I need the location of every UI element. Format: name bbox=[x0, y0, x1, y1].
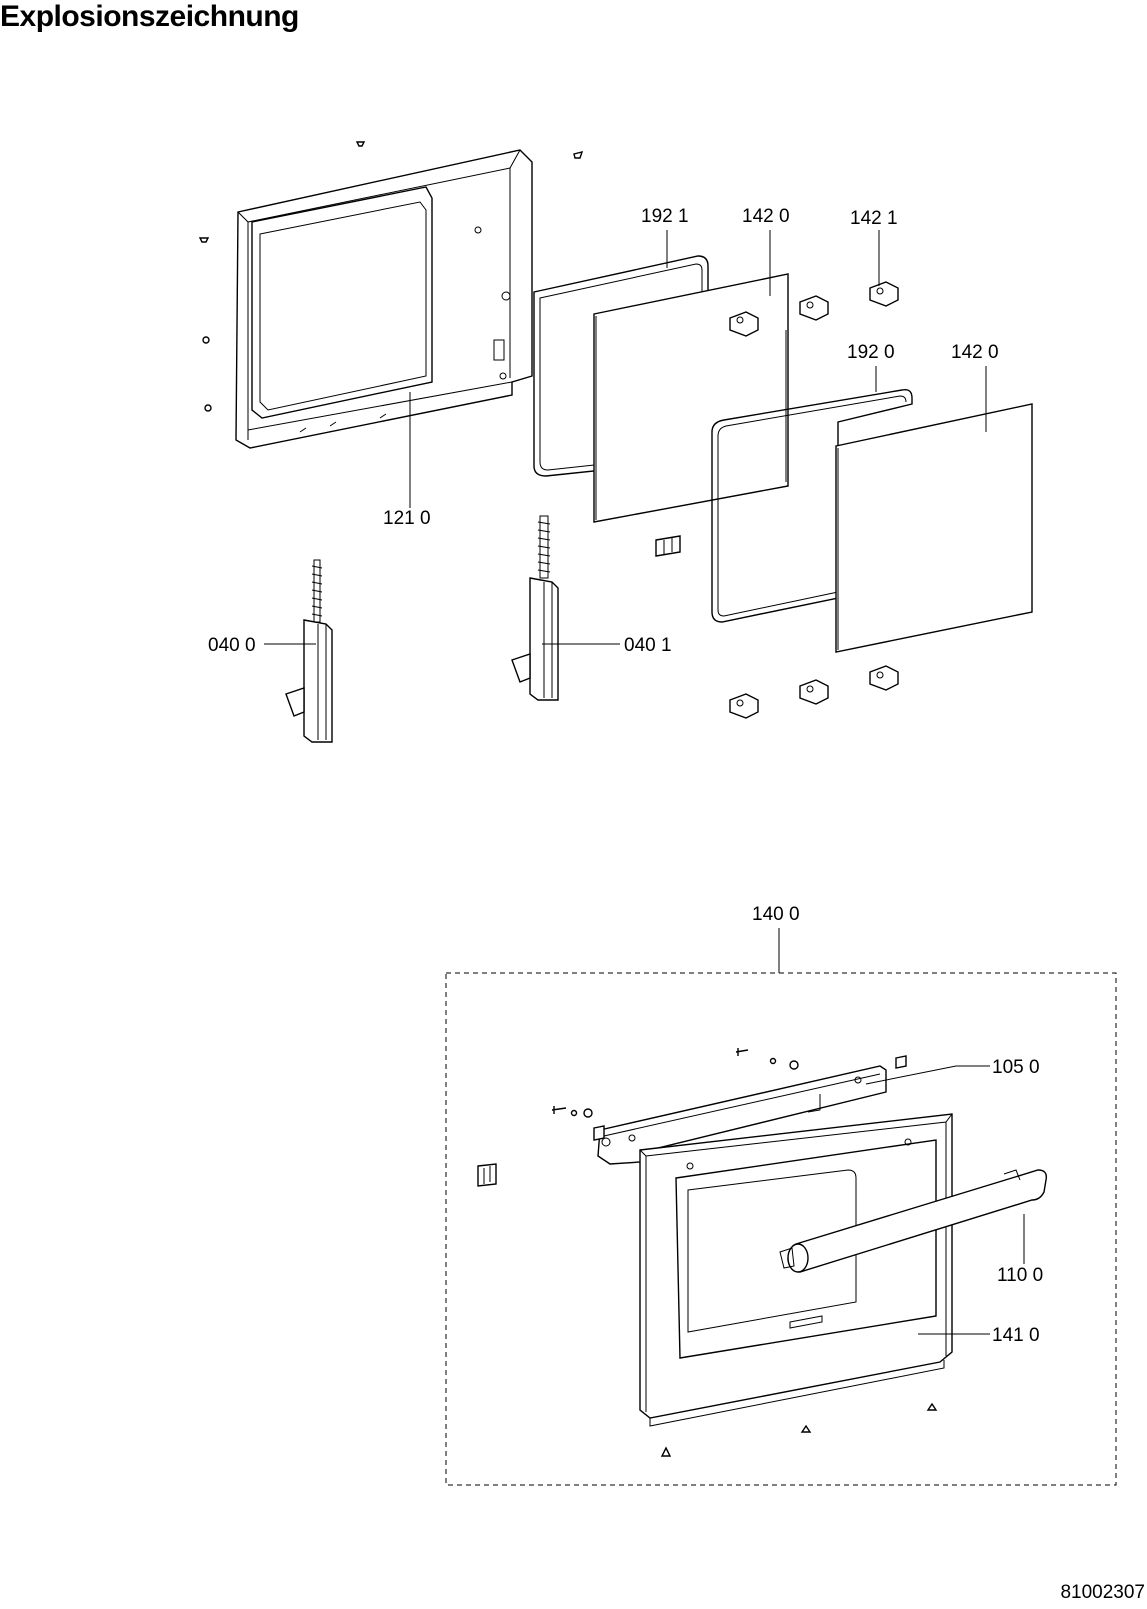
screw bbox=[551, 1048, 938, 1457]
part-label-140-0: 140 0 bbox=[752, 904, 800, 925]
part-label-192-1: 192 1 bbox=[641, 206, 689, 227]
part-label-121-0: 121 0 bbox=[383, 508, 431, 529]
door-hinge-040-0 bbox=[285, 559, 333, 743]
screw bbox=[198, 141, 584, 412]
page-title: Explosionszeichnung bbox=[0, 0, 299, 33]
assembly-boundary bbox=[445, 972, 1117, 1486]
callout-leaders bbox=[264, 230, 1025, 1335]
door-handle bbox=[779, 1169, 1048, 1273]
glass-pane-142-0-a bbox=[593, 273, 789, 523]
part-label-105-0: 105 0 bbox=[992, 1057, 1040, 1078]
part-label-040-1: 040 1 bbox=[624, 635, 672, 656]
part-label-142-0-b: 142 0 bbox=[951, 342, 999, 363]
glass-clip bbox=[729, 665, 899, 719]
part-label-141-0: 141 0 bbox=[992, 1325, 1040, 1346]
glass-pane-142-0-b bbox=[835, 403, 1033, 653]
part-label-110-0: 110 0 bbox=[997, 1265, 1043, 1286]
part-label-142-0-a: 142 0 bbox=[742, 206, 790, 227]
inner-door-frame bbox=[235, 149, 533, 449]
part-label-192-0: 192 0 bbox=[847, 342, 895, 363]
part-label-142-1: 142 1 bbox=[850, 208, 898, 229]
document-number: 81002307 bbox=[1060, 1582, 1145, 1603]
gasket-192-0 bbox=[711, 388, 913, 623]
spacer-block bbox=[477, 1163, 497, 1187]
glass-clip bbox=[729, 281, 899, 337]
door-top-trim bbox=[597, 1065, 887, 1165]
part-label-040-0: 040 0 bbox=[208, 635, 256, 656]
spacer-block bbox=[655, 535, 681, 557]
door-hinge-040-1 bbox=[511, 515, 559, 701]
